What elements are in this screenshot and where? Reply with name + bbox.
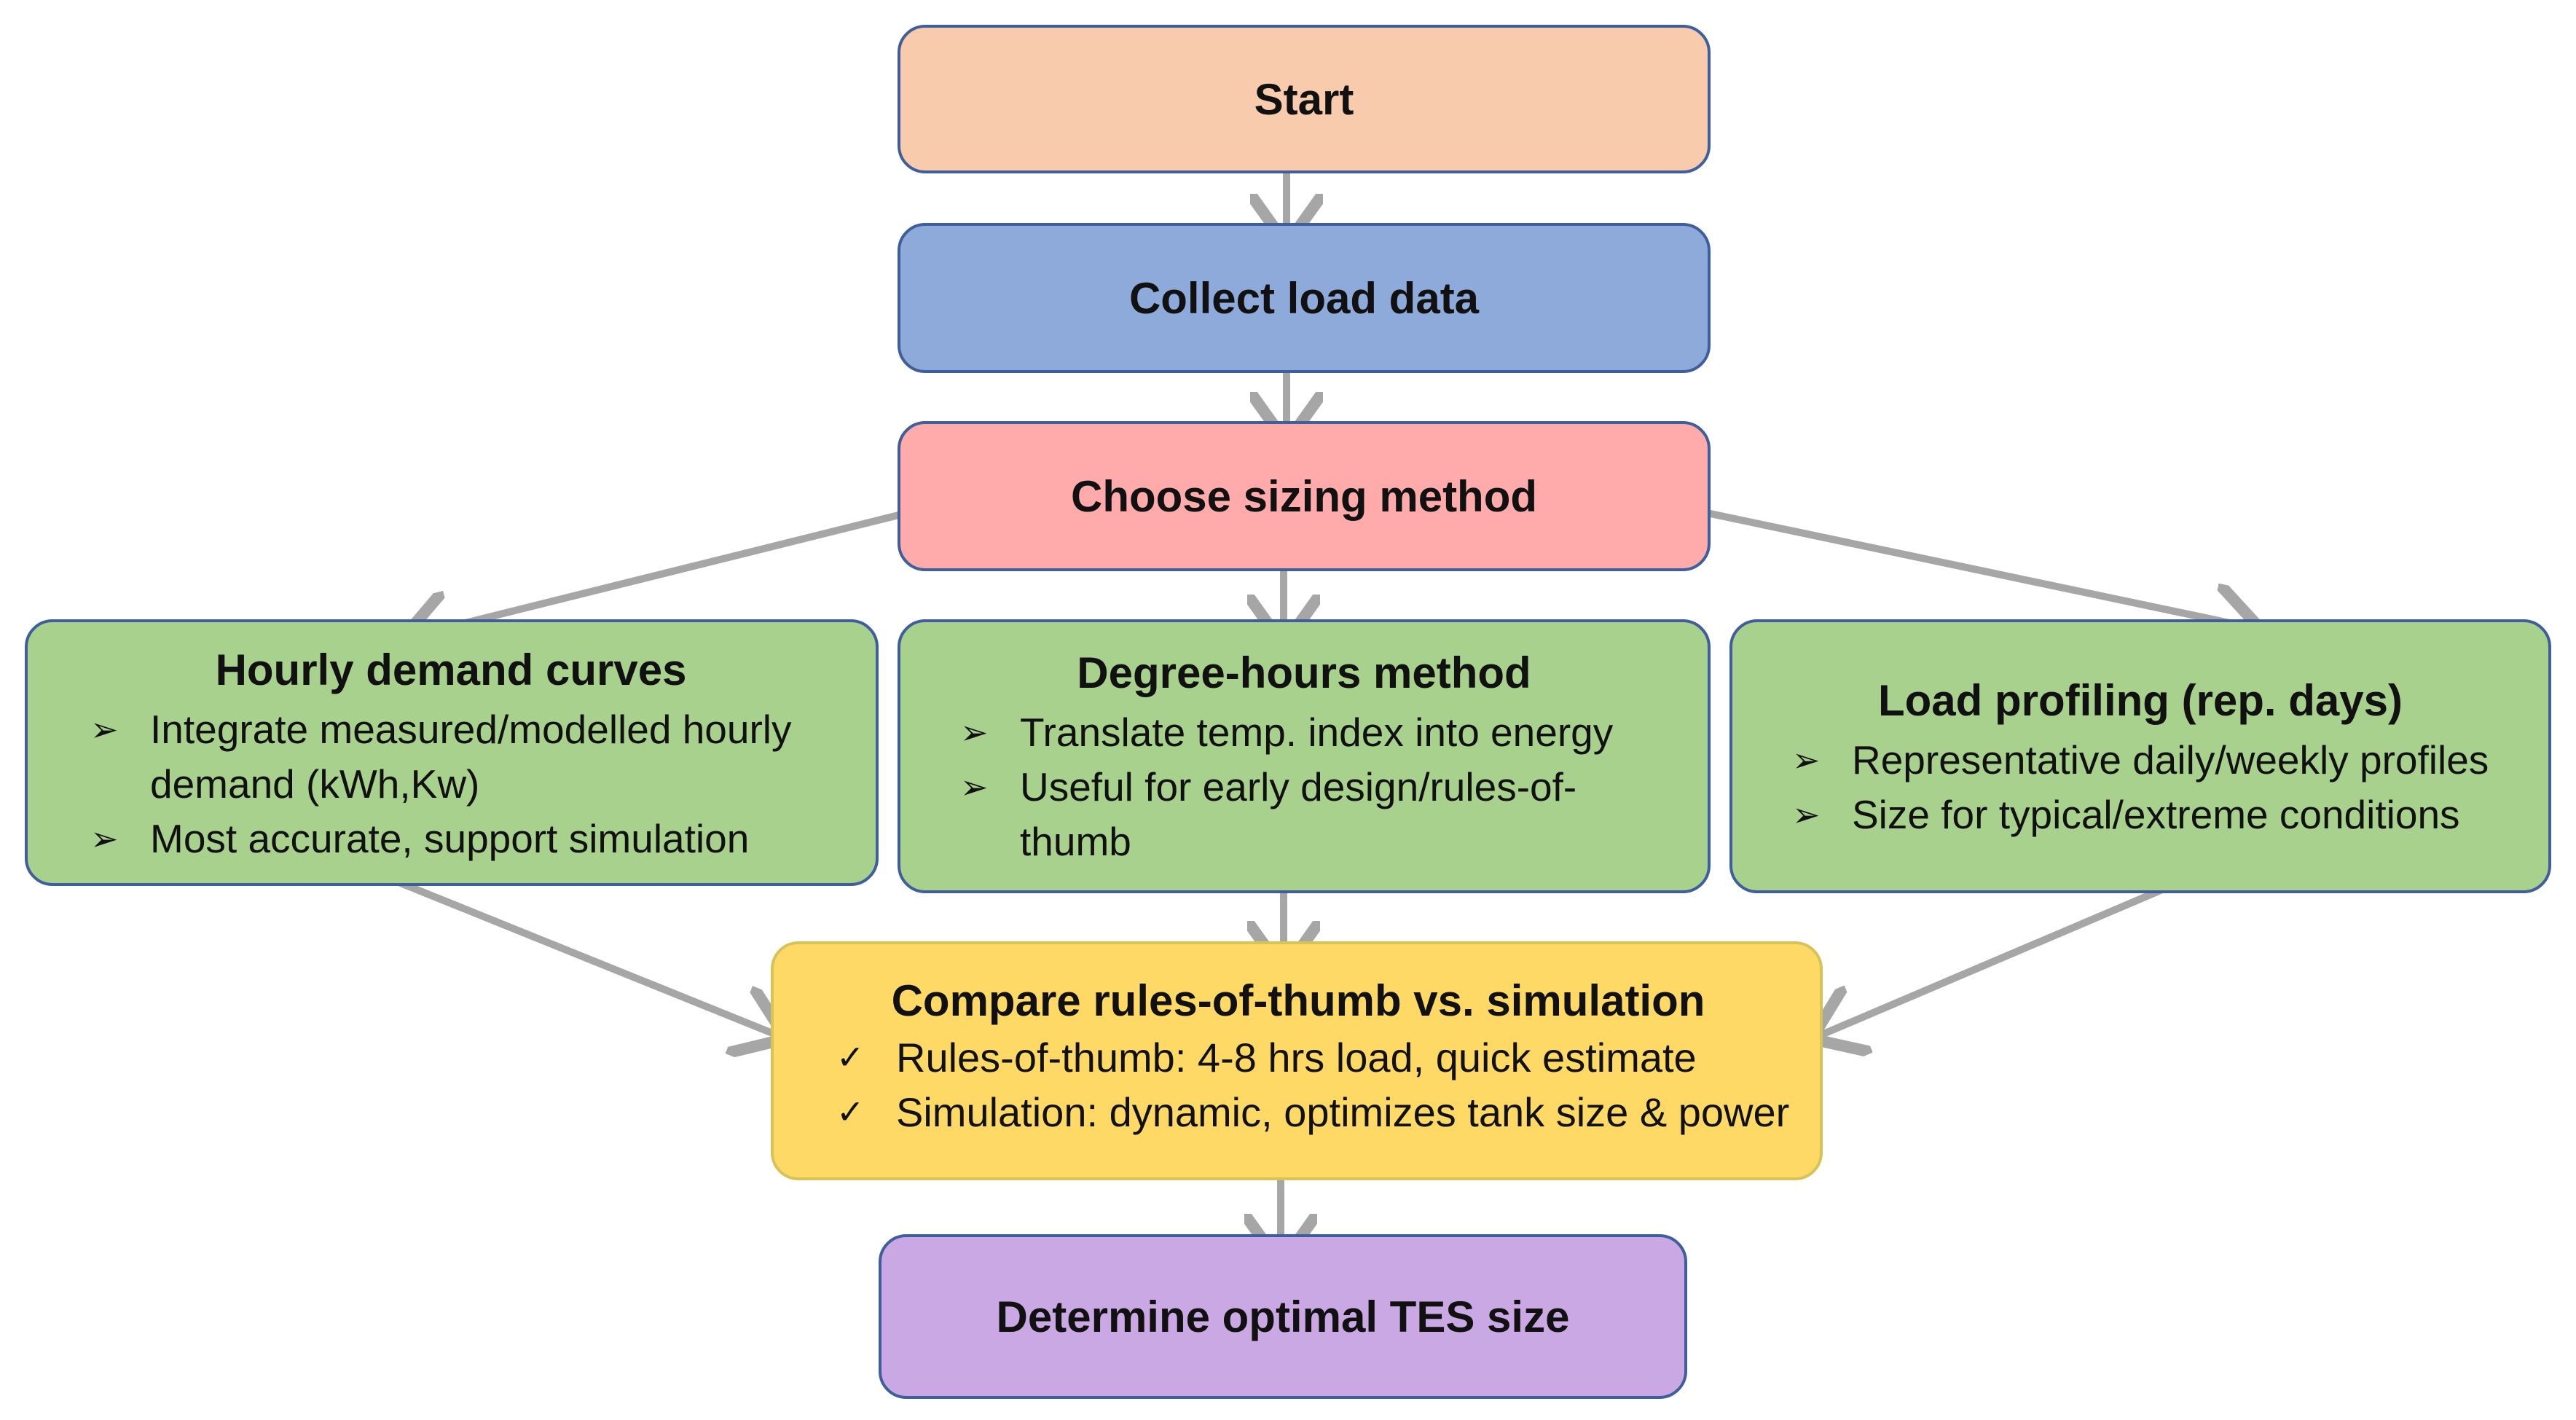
start-node-label: Start (1254, 74, 1354, 124)
load-profiling-title: Load profiling (rep. days) (1877, 676, 2403, 725)
bullet-item: ✓ Simulation: dynamic, optimizes tank siz… (798, 1085, 1798, 1139)
bullet-text: Translate temp. index into energy (1020, 710, 1614, 755)
bullet-text: Most accurate, support simulation (150, 816, 750, 861)
bullet-item: ➢ Representative daily/weekly profiles (1754, 733, 2526, 788)
bullet-text: Integrate measured/modelled hourly deman… (150, 707, 792, 807)
arrow-choose-to-profile (1636, 495, 2254, 628)
bullet-text: Size for typical/extreme conditions (1852, 792, 2460, 837)
checkmark-icon: ✓ (836, 1037, 865, 1077)
bullet-text: Simulation: dynamic, optimizes tank size… (896, 1089, 1790, 1135)
arrow-bullet-icon: ➢ (90, 710, 119, 749)
choose-sizing-method-label: Choose sizing method (1070, 471, 1538, 521)
collect-load-data-node: Collect load data (898, 223, 1711, 373)
hourly-demand-curves-title: Hourly demand curves (215, 646, 687, 694)
arrow-bullet-icon: ➢ (1792, 740, 1821, 780)
arrow-choose-to-hourly (409, 496, 962, 637)
bullet-item: ➢ Translate temp. index into energy (922, 705, 1686, 760)
degree-hours-method-bullets: ➢ Translate temp. index into energy ➢ Usef… (922, 705, 1686, 869)
bullet-item: ➢ Size for typical/extreme conditions (1754, 788, 2526, 842)
arrow-hourly-to-compare (377, 871, 780, 1036)
hourly-demand-curves-node: Hourly demand curves ➢ Integrate measured… (25, 619, 879, 886)
checkmark-icon: ✓ (836, 1092, 865, 1131)
bullet-text: Rules-of-thumb: 4-8 hrs load, quick esti… (896, 1035, 1697, 1080)
arrow-bullet-icon: ➢ (960, 713, 989, 752)
compare-title: Compare rules-of-thumb vs. simulation (891, 976, 1705, 1025)
collect-load-data-label: Collect load data (1128, 273, 1480, 323)
load-profiling-node: Load profiling (rep. days) ➢ Representati… (1729, 619, 2551, 893)
start-node: Start (898, 25, 1711, 173)
arrow-bullet-icon: ➢ (960, 767, 989, 807)
bullet-item: ➢ Useful for early design/rules-of-thumb (922, 760, 1686, 869)
determine-tes-size-label: Determine optimal TES size (996, 1292, 1570, 1341)
choose-sizing-method-node: Choose sizing method (898, 421, 1711, 571)
bullet-item: ➢ Most accurate, support simulation (52, 812, 849, 866)
bullet-text: Useful for early design/rules-of-thumb (1020, 764, 1577, 864)
determine-tes-size-node: Determine optimal TES size (879, 1234, 1687, 1399)
arrow-bullet-icon: ➢ (90, 819, 119, 858)
degree-hours-method-node: Degree-hours method ➢ Translate temp. ind… (898, 619, 1711, 893)
arrow-bullet-icon: ➢ (1792, 795, 1821, 834)
bullet-text: Representative daily/weekly profiles (1852, 737, 2489, 782)
load-profiling-bullets: ➢ Representative daily/weekly profiles ➢ S… (1754, 733, 2526, 842)
degree-hours-method-title: Degree-hours method (1077, 648, 1531, 697)
bullet-item: ➢ Integrate measured/modelled hourly dema… (52, 702, 849, 812)
bullet-item: ✓ Rules-of-thumb: 4-8 hrs load, quick est… (798, 1030, 1798, 1085)
compare-bullets: ✓ Rules-of-thumb: 4-8 hrs load, quick est… (798, 1030, 1798, 1139)
hourly-demand-curves-bullets: ➢ Integrate measured/modelled hourly dema… (52, 702, 849, 866)
compare-node: Compare rules-of-thumb vs. simulation ✓ R… (771, 941, 1823, 1180)
